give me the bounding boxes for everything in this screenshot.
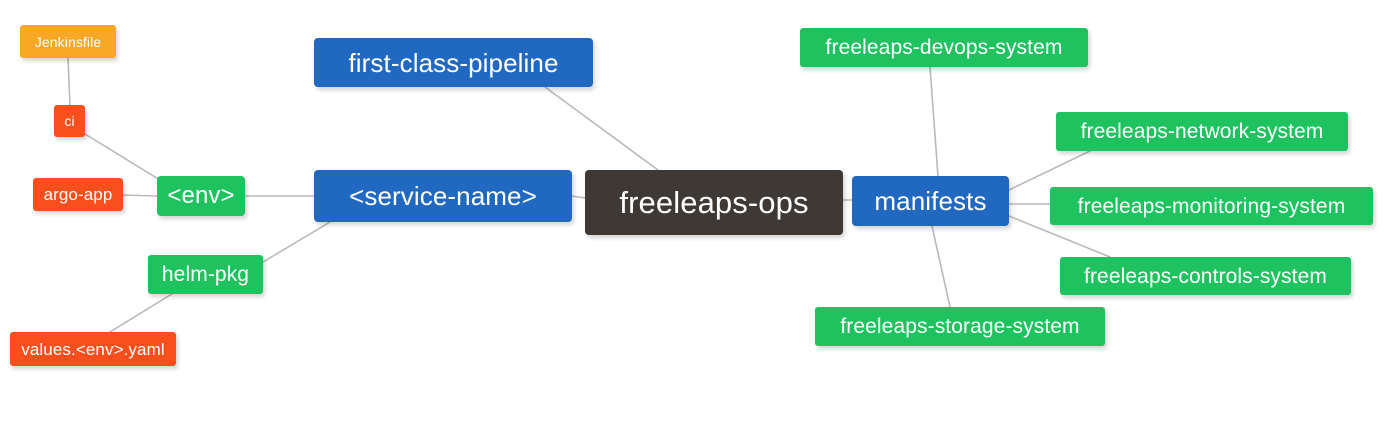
node-freeleaps-devops-system[interactable]: freeleaps-devops-system: [800, 28, 1088, 67]
node-freeleaps-monitoring-system[interactable]: freeleaps-monitoring-system: [1050, 187, 1373, 225]
node-service-name[interactable]: <service-name>: [314, 170, 572, 222]
node-freeleaps-network-system[interactable]: freeleaps-network-system: [1056, 112, 1348, 151]
node-label-helm-pkg: helm-pkg: [161, 263, 250, 286]
node-helm-pkg[interactable]: helm-pkg: [148, 255, 263, 294]
node-label-first-class-pipeline: first-class-pipeline: [348, 47, 559, 78]
node-label-freeleaps-storage-system: freeleaps-storage-system: [840, 315, 1080, 338]
node-values-env-yaml[interactable]: values.<env>.yaml: [10, 332, 176, 366]
edge-manifests-to-freeleaps-network-system: [1008, 150, 1091, 191]
edge-helm-pkg-to-values-env-yaml: [109, 291, 176, 333]
node-freeleaps-controls-system[interactable]: freeleaps-controls-system: [1060, 257, 1351, 295]
edge-ci-to-env: [84, 133, 161, 181]
node-label-freeleaps-monitoring-system: freeleaps-monitoring-system: [1077, 194, 1346, 218]
node-label-ci: ci: [64, 113, 75, 129]
edge-manifests-to-freeleaps-devops-system: [929, 66, 939, 177]
edge-service-name-to-freeleaps-ops: [571, 195, 586, 199]
node-label-env: <env>: [167, 182, 235, 209]
node-freeleaps-ops[interactable]: freeleaps-ops: [585, 170, 843, 235]
node-label-values-env-yaml: values.<env>.yaml: [21, 339, 165, 359]
node-label-argo-app: argo-app: [43, 185, 113, 204]
node-argo-app[interactable]: argo-app: [33, 178, 123, 211]
node-label-service-name: <service-name>: [349, 181, 537, 211]
node-label-freeleaps-devops-system: freeleaps-devops-system: [825, 36, 1063, 59]
node-label-manifests: manifests: [874, 186, 987, 216]
edge-jenkinsfile-to-ci: [67, 57, 71, 106]
node-jenkinsfile[interactable]: Jenkinsfile: [20, 25, 116, 58]
node-manifests[interactable]: manifests: [852, 176, 1009, 226]
edge-manifests-to-freeleaps-storage-system: [931, 225, 951, 308]
node-label-freeleaps-network-system: freeleaps-network-system: [1080, 120, 1324, 143]
edge-argo-app-to-env: [122, 194, 158, 197]
node-ci[interactable]: ci: [54, 105, 85, 137]
edge-service-name-to-helm-pkg: [262, 221, 331, 263]
node-label-freeleaps-ops: freeleaps-ops: [619, 185, 809, 220]
node-env[interactable]: <env>: [157, 176, 245, 216]
node-label-freeleaps-controls-system: freeleaps-controls-system: [1084, 264, 1327, 288]
node-label-jenkinsfile: Jenkinsfile: [34, 33, 102, 50]
node-first-class-pipeline[interactable]: first-class-pipeline: [314, 38, 593, 87]
edge-first-class-pipeline-to-freeleaps-ops: [544, 86, 659, 171]
node-freeleaps-storage-system[interactable]: freeleaps-storage-system: [815, 307, 1105, 346]
